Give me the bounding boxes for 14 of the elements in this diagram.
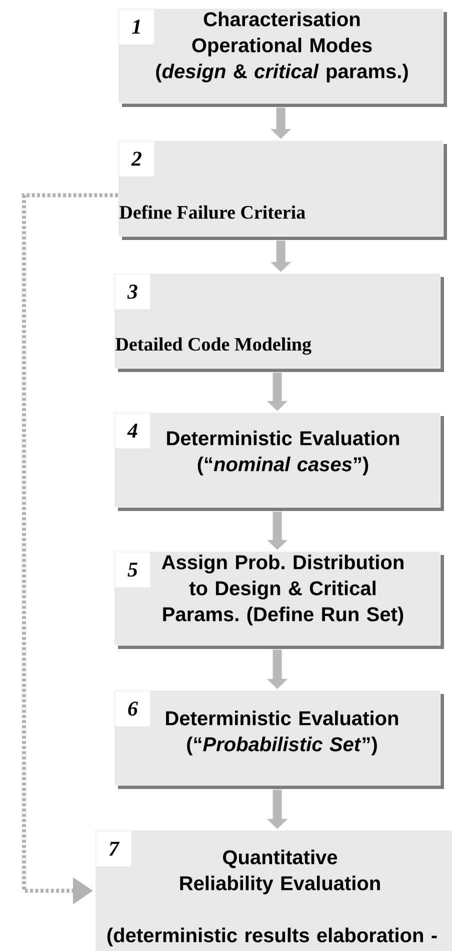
- process-box: 5 Assign Prob. Distribution to Design & Critical Params. (Define Run Set): [114, 551, 444, 649]
- step-number: 7: [96, 831, 132, 866]
- process-box: 6 Deterministic Evaluation (“Probabilistic Set”): [114, 690, 444, 789]
- step-number: 4: [115, 413, 150, 448]
- step-number: 6: [115, 691, 150, 726]
- process-box: 4 Deterministic Evaluation (“nominal cases”): [114, 412, 444, 511]
- process-box: 7 Quantitative Reliability Evaluation (deterministic results elaboration -: [95, 830, 452, 951]
- step-number: 2: [119, 141, 154, 176]
- process-box: 2 Define Failure Criteria: [118, 140, 447, 240]
- process-box: 3 Detailed Code Modeling: [114, 273, 444, 372]
- step-number: 3: [115, 274, 150, 310]
- step-number: 5: [115, 552, 150, 588]
- step-number: 1: [119, 9, 154, 44]
- process-box: 1 Characterisation Operational Modes (design & critical params.): [118, 8, 447, 108]
